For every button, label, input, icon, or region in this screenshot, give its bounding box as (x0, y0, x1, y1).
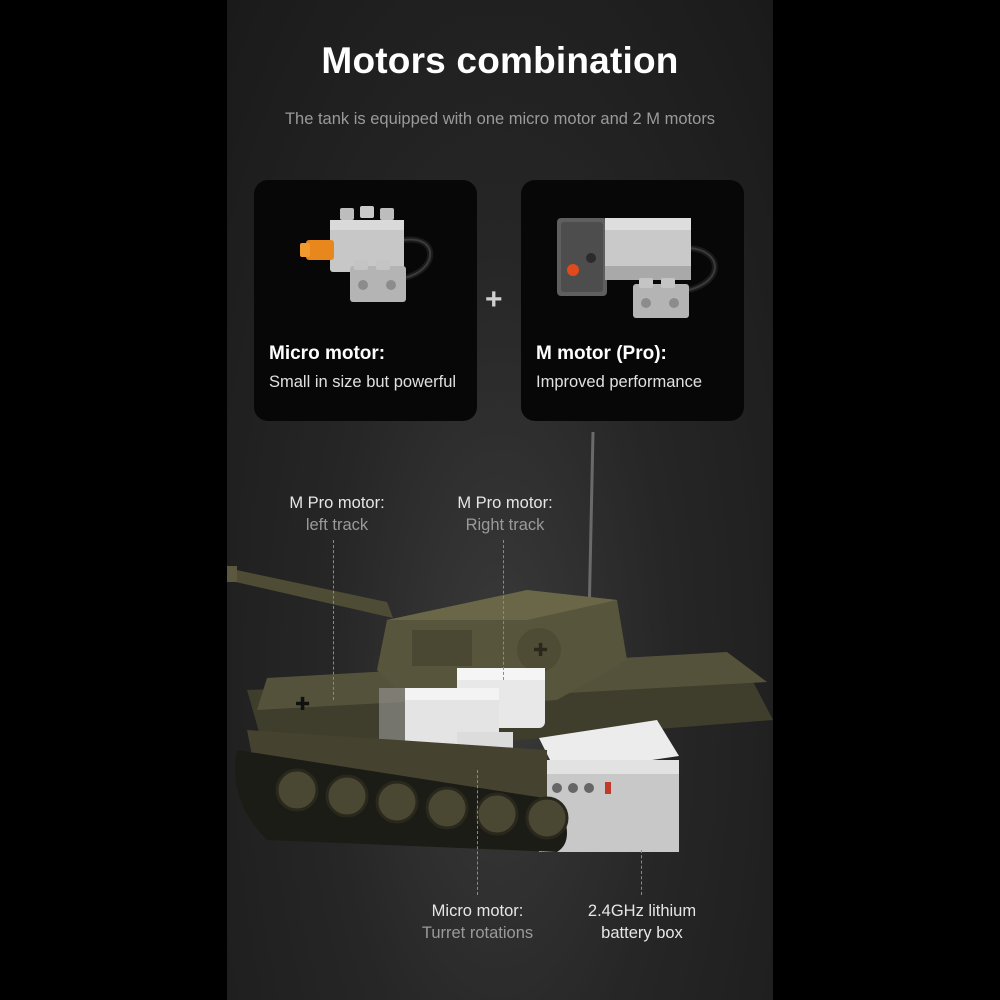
micro-motor-title: Micro motor: (269, 343, 386, 364)
product-panel: Motors combination The tank is equipped … (227, 0, 773, 1000)
svg-text:✚: ✚ (295, 694, 310, 714)
m-motor-icon (557, 218, 718, 318)
leader-battery-box (641, 850, 642, 895)
micro-motor-desc: Small in size but powerful (269, 373, 457, 391)
svg-text:✚: ✚ (533, 640, 548, 660)
plus-sign: + (485, 283, 503, 316)
callout-turret-motor: Micro motor: Turret rotations (421, 902, 534, 942)
callout-battery-box: 2.4GHz lithium battery box (587, 902, 697, 942)
m-motor-desc: Improved performance (536, 373, 702, 391)
leader-right-track (503, 540, 504, 680)
leader-left-track (333, 540, 334, 700)
page-title: Motors combination (321, 40, 679, 81)
page-subtitle: The tank is equipped with one micro moto… (284, 110, 716, 128)
tank-illustration: ✚ ✚ (227, 431, 773, 852)
micro-motor-icon (300, 206, 434, 302)
m-motor-card: M motor (Pro): Improved performance (521, 180, 744, 421)
micro-motor-card: Micro motor: Small in size but powerful (254, 180, 477, 421)
callout-left-track: M Pro motor: left track (289, 494, 385, 534)
m-motor-title: M motor (Pro): (536, 343, 667, 364)
leader-turret-motor (477, 770, 478, 895)
callout-right-track: M Pro motor: Right track (457, 494, 553, 534)
